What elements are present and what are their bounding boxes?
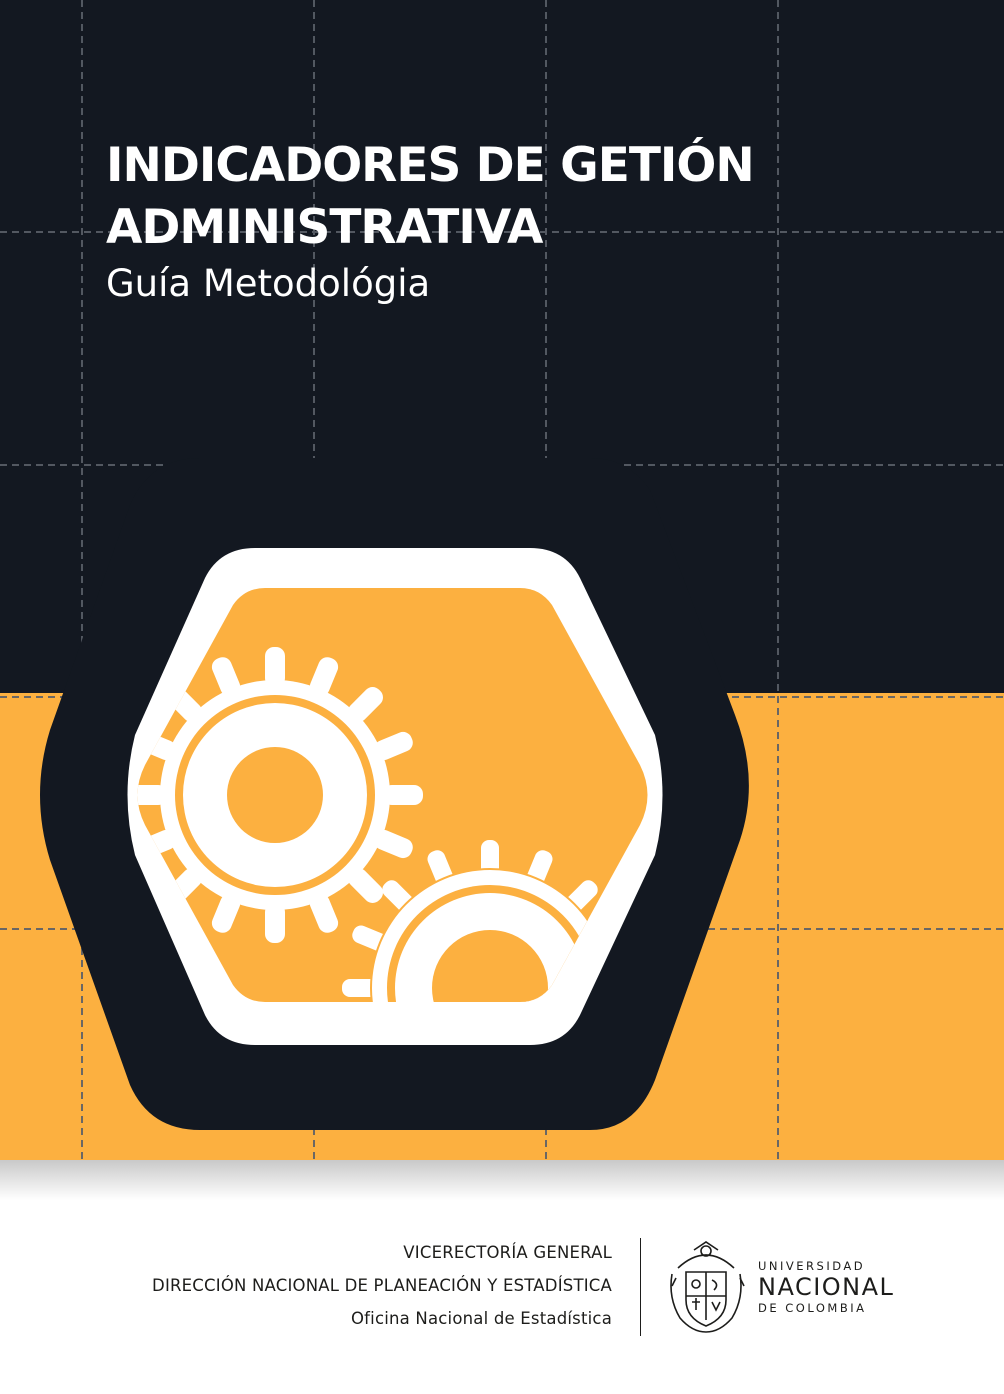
university-line-2: NACIONAL	[758, 1273, 895, 1301]
university-seal-icon	[670, 1241, 745, 1333]
cover: INDICADORES DE GETIÓN ADMINISTRATIVA Guí…	[0, 0, 1004, 1160]
footer-divider	[640, 1238, 641, 1336]
university-line-1: UNIVERSIDAD	[758, 1259, 866, 1273]
title-line-1: INDICADORES DE GETIÓN	[106, 138, 755, 193]
org-line-3: Oficina Nacional de Estadística	[350, 1309, 612, 1328]
footer-organization: VICERECTORÍA GENERAL DIRECCIÓN NACIONAL …	[152, 1236, 612, 1335]
university-name: UNIVERSIDAD NACIONAL DE COLOMBIA	[758, 1258, 894, 1316]
title-block: INDICADORES DE GETIÓN ADMINISTRATIVA Guí…	[106, 135, 966, 309]
university-line-3: DE COLOMBIA	[758, 1301, 867, 1315]
subtitle: Guía Metodológia	[106, 262, 431, 305]
org-line-2: DIRECCIÓN NACIONAL DE PLANEACIÓN Y ESTAD…	[152, 1276, 612, 1295]
cover-shadow	[0, 1160, 1004, 1200]
org-line-1: VICERECTORÍA GENERAL	[403, 1243, 612, 1262]
title-line-2: ADMINISTRATIVA	[106, 200, 543, 255]
gears-icon	[127, 548, 663, 1045]
